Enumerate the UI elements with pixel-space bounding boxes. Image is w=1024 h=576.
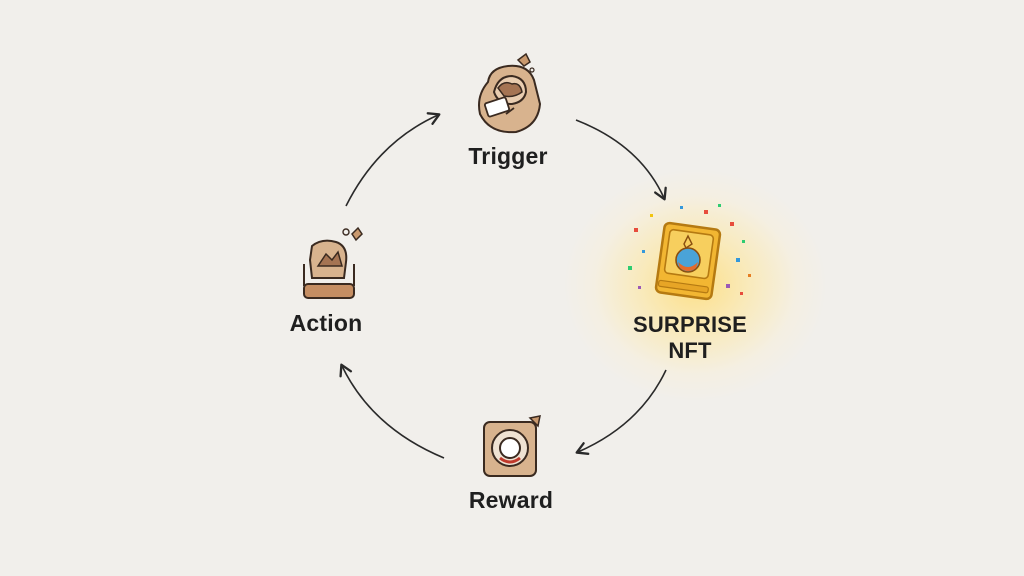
coin-machine-icon xyxy=(483,415,541,477)
box-pedestal-icon xyxy=(303,226,363,299)
reward-label: Reward xyxy=(468,487,554,513)
arrow-action-to-trigger xyxy=(345,112,441,207)
surprise-nft-label-line1: SURPRISE xyxy=(632,312,748,337)
hand-tap-icon xyxy=(478,52,542,134)
golden-card-icon xyxy=(628,204,751,301)
surprise-nft-label: SURPRISE NFT xyxy=(600,312,780,364)
trigger-label: Trigger xyxy=(468,143,548,169)
action-label: Action xyxy=(289,310,363,336)
surprise-nft-label-line2: NFT xyxy=(668,338,712,363)
arrow-reward-to-action xyxy=(339,363,445,459)
arrow-trigger-to-nft xyxy=(575,119,667,201)
arrow-nft-to-reward xyxy=(575,369,667,455)
